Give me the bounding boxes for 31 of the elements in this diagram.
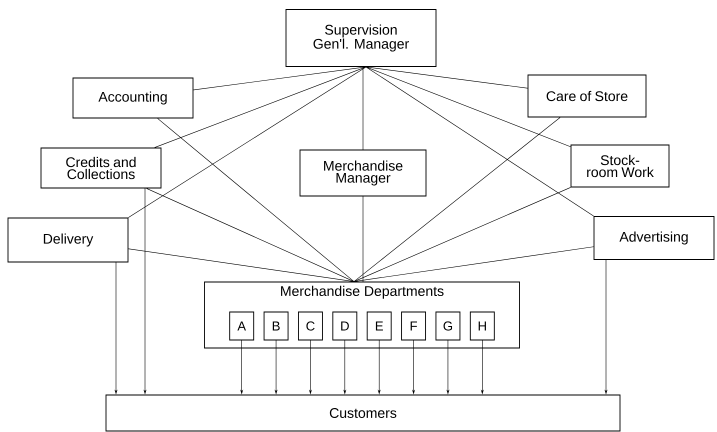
connector-line bbox=[128, 66, 366, 218]
connector-line bbox=[193, 66, 366, 90]
connector-line bbox=[157, 118, 354, 282]
department-box: F bbox=[401, 312, 426, 340]
connector-line bbox=[362, 196, 364, 282]
connector-line bbox=[366, 66, 528, 88]
department-box: H bbox=[470, 312, 495, 340]
office-box: Stock-room Work bbox=[570, 144, 670, 188]
connector-line bbox=[154, 66, 366, 148]
connector-line bbox=[362, 66, 364, 150]
department-box: G bbox=[436, 312, 460, 340]
office-box: Supervision Gen'l. Manager bbox=[286, 9, 436, 67]
connector-line bbox=[354, 187, 571, 282]
department-box: D bbox=[332, 312, 358, 340]
office-box: Accounting bbox=[72, 78, 194, 118]
connector-line bbox=[146, 188, 354, 282]
office-box: Delivery bbox=[8, 218, 128, 262]
office-box: Care of Store bbox=[528, 74, 646, 118]
connector-line bbox=[354, 246, 594, 282]
office-box: Advertising bbox=[594, 216, 714, 260]
connector-line bbox=[128, 248, 354, 282]
connector-line bbox=[366, 66, 594, 216]
connector-line bbox=[354, 117, 560, 282]
department-box: B bbox=[264, 312, 289, 340]
department-box: E bbox=[366, 312, 392, 340]
office-box: Credits and Collections bbox=[40, 148, 162, 188]
department-box: C bbox=[298, 312, 323, 340]
customers-box: Customers bbox=[106, 394, 620, 432]
office-box: Merchandise Manager bbox=[300, 150, 426, 196]
department-box: A bbox=[229, 312, 254, 340]
connector-line bbox=[366, 66, 571, 148]
